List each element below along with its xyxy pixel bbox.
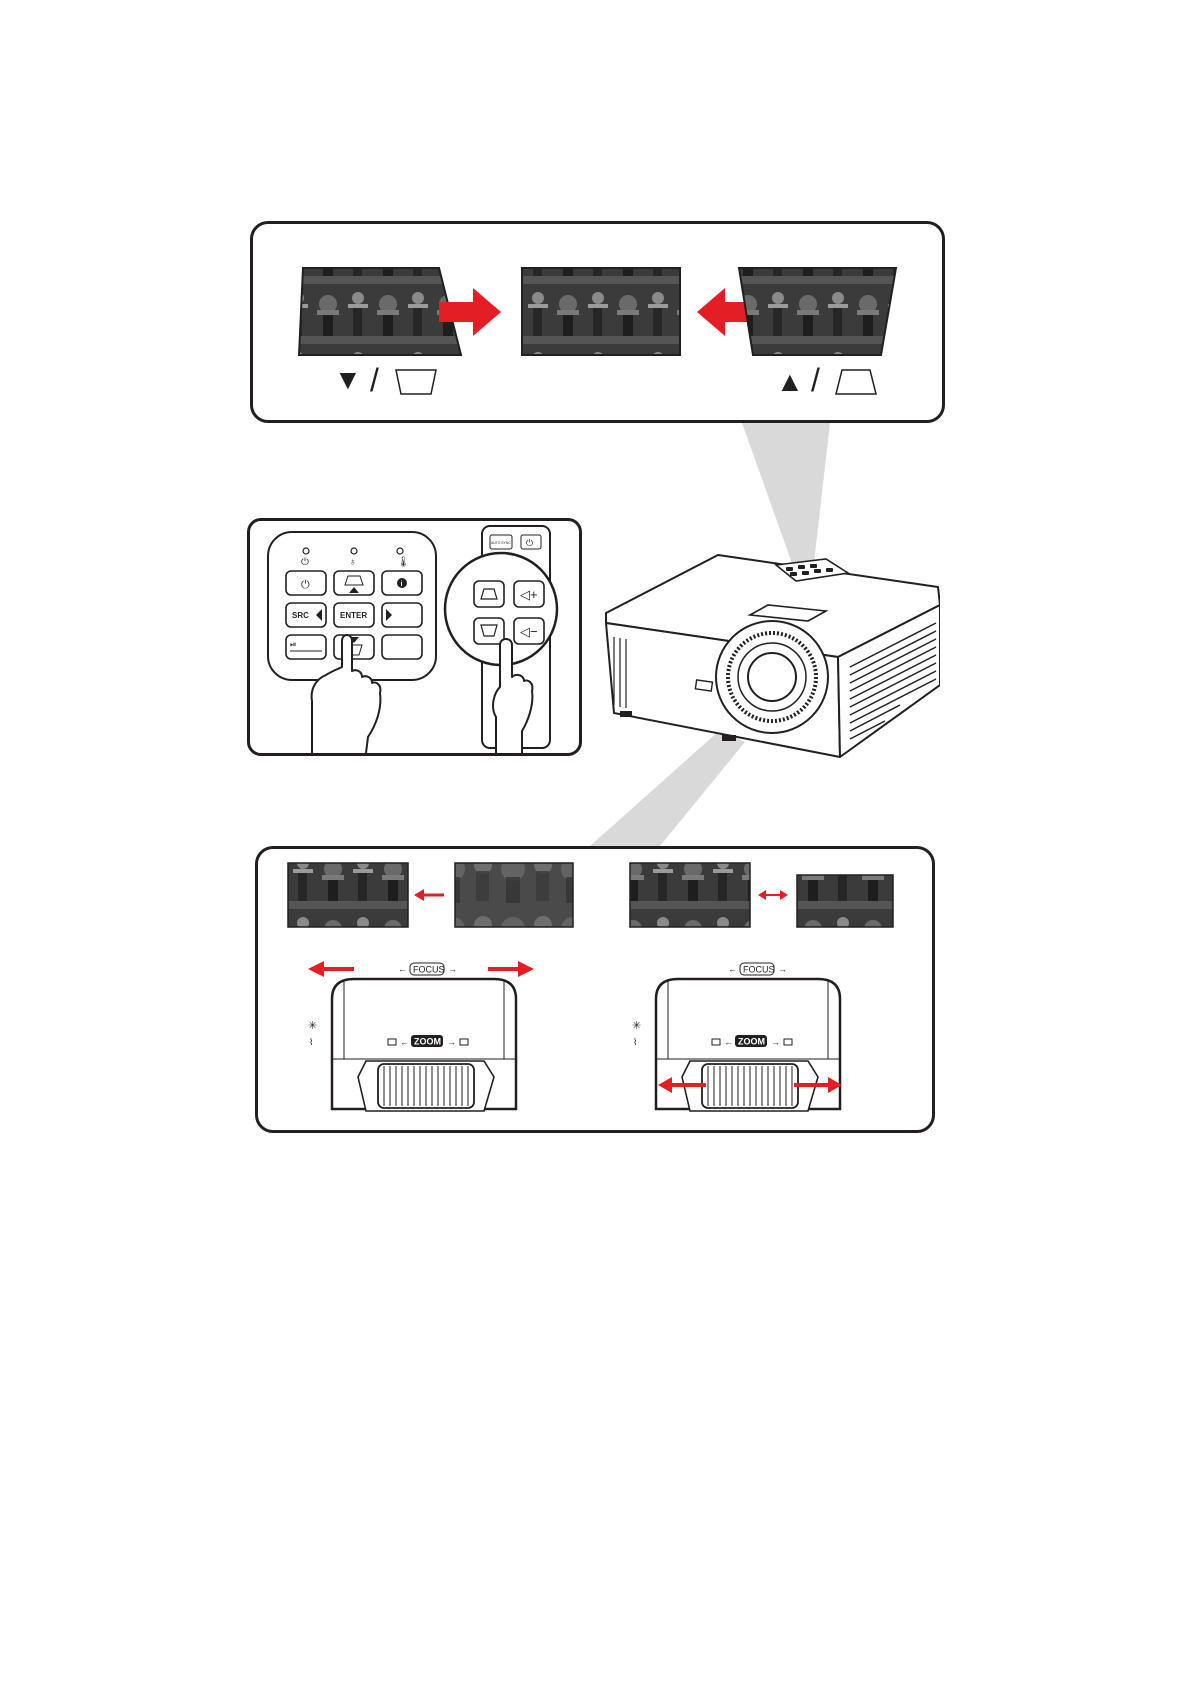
red-double-arrow-icon bbox=[758, 890, 788, 900]
focus-left-arrow: ← bbox=[398, 964, 407, 974]
zoom-image-small bbox=[797, 875, 893, 927]
no-touch-icon: ⌇ bbox=[633, 1037, 637, 1047]
focus-zoom-diagram: ← FOCUS → ✳ ⌇ ← ZOOM → ← bbox=[258, 849, 933, 1131]
lamp-icon: ♁ bbox=[349, 557, 357, 568]
focus-image-blurred bbox=[455, 863, 573, 927]
focus-left-arrow: ← bbox=[728, 964, 737, 974]
zoom-left-arrow: ← bbox=[724, 1037, 733, 1047]
power-icon: ⏻ bbox=[526, 538, 533, 548]
zoom-right-arrow: → bbox=[771, 1037, 780, 1047]
focus-image-sharp bbox=[288, 863, 408, 927]
zoom-label: ZOOM bbox=[738, 1037, 765, 1047]
zoom-image-large bbox=[630, 863, 750, 927]
power-key-label: ⏻ bbox=[301, 579, 310, 591]
trapezoid-wide-top-icon bbox=[396, 370, 436, 394]
lamp-warning-icon: ✳ bbox=[308, 1020, 317, 1032]
volume-down-icon: ◁− bbox=[520, 624, 538, 639]
power-led-icon: ⏻ bbox=[301, 557, 309, 568]
keystone-up-label: ▲ / bbox=[776, 362, 876, 398]
red-arrow-left-icon bbox=[414, 889, 444, 901]
no-touch-icon: ⌇ bbox=[309, 1037, 313, 1047]
focus-right-arrow: → bbox=[778, 964, 787, 974]
focus-label: FOCUS bbox=[743, 965, 775, 975]
source-key-label: SRC bbox=[292, 611, 309, 620]
focus-right-arrow: → bbox=[448, 964, 457, 974]
keystone-correction-panel: ▼ / ▲ / bbox=[250, 221, 945, 423]
focus-label: FOCUS bbox=[413, 965, 445, 975]
zoom-right-arrow: → bbox=[447, 1037, 456, 1047]
remote-keystone-up-button[interactable] bbox=[474, 581, 504, 607]
projector-illustration bbox=[600, 545, 940, 765]
keystone-diagram: ▼ / ▲ / bbox=[253, 224, 943, 420]
focus-zoom-panel: ← FOCUS → ✳ ⌇ ← ZOOM → ← bbox=[255, 846, 935, 1133]
keystone-image-left bbox=[299, 268, 461, 355]
volume-up-icon: ◁+ bbox=[520, 587, 538, 602]
thermometer-icon: 🌡 bbox=[397, 556, 410, 568]
up-triangle-icon: ▲ bbox=[776, 366, 804, 397]
auto-sync-label: AUTO SYNC bbox=[491, 541, 511, 545]
lamp-warning-icon: ✳ bbox=[632, 1020, 641, 1032]
keystone-image-right bbox=[739, 268, 896, 355]
enter-key-label: ENTER bbox=[340, 611, 367, 620]
info-key-label: i bbox=[401, 581, 403, 588]
zoom-label: ZOOM bbox=[414, 1037, 441, 1047]
control-panel-inset: ⏻ ♁ 🌡 ⏻ i SRC ENTER ⏯ AUTO SYNC bbox=[247, 518, 582, 756]
projector-lens-glass bbox=[748, 653, 796, 701]
separator: / bbox=[370, 362, 379, 398]
zoom-left-arrow: ← bbox=[400, 1037, 409, 1047]
projector-foot bbox=[620, 711, 632, 717]
play-key-label: ⏯ bbox=[290, 640, 296, 649]
projector-ir-sensor bbox=[695, 680, 712, 691]
separator: / bbox=[811, 362, 820, 398]
keypad-diagram: ⏻ ♁ 🌡 ⏻ i SRC ENTER ⏯ AUTO SYNC bbox=[250, 521, 580, 753]
projector-foot bbox=[722, 735, 736, 741]
trapezoid-wide-bottom-icon bbox=[836, 370, 876, 394]
remote-keystone-down-button[interactable] bbox=[474, 618, 504, 644]
keystone-down-label: ▼ / bbox=[334, 362, 436, 398]
down-triangle-icon: ▼ bbox=[334, 364, 362, 395]
keystone-image-corrected bbox=[522, 268, 680, 355]
blank-key[interactable] bbox=[382, 635, 422, 659]
